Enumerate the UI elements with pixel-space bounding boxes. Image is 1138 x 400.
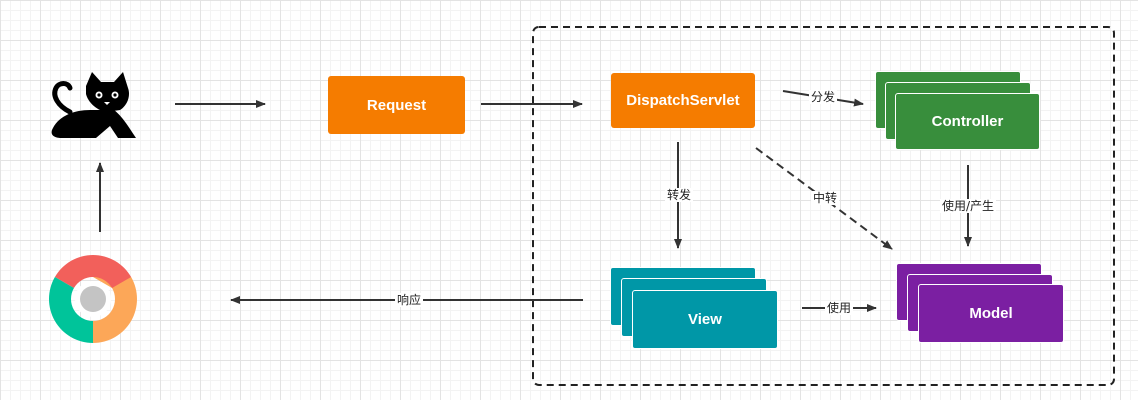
dispatch-servlet-node: DispatchServlet — [611, 73, 755, 128]
model-node: Model — [918, 284, 1064, 343]
edge-label-respond: 响应 — [395, 293, 424, 307]
edge-label-forward: 转发 — [665, 188, 694, 202]
controller-label: Controller — [931, 113, 1004, 130]
view-label: View — [688, 311, 722, 328]
tomcat-icon — [51, 72, 136, 138]
controller-node: Controller — [895, 93, 1040, 150]
edge-label-use-produce: 使用/产生 — [940, 199, 997, 213]
model-label: Model — [969, 305, 1013, 322]
dispatch-servlet-label: DispatchServlet — [626, 92, 740, 109]
chrome-icon — [49, 255, 137, 343]
request-label: Request — [366, 96, 427, 114]
edge-label-dispatch: 分发 — [809, 90, 838, 104]
view-node: View — [632, 290, 778, 349]
edge-label-relay: 中转 — [811, 191, 840, 205]
request-node: Request — [328, 76, 465, 134]
spring-mvc-boundary — [532, 26, 1115, 386]
edge-label-use: 使用 — [825, 301, 854, 315]
